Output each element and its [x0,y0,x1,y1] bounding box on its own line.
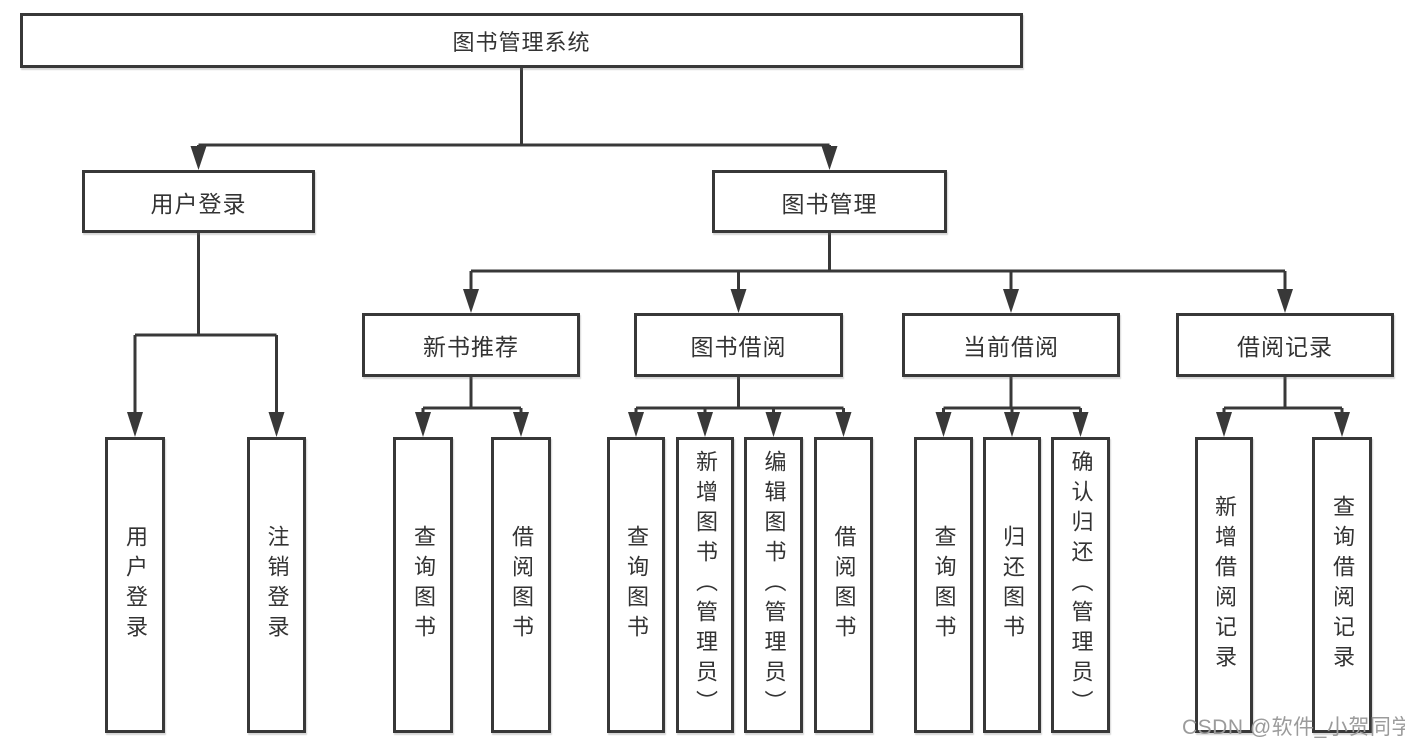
leaf-return-book: 归还图书 [983,437,1041,733]
leaf-add-book-admin: 新增图书（管理员） [676,437,734,733]
node-label: 编辑图书（管理员） [761,450,787,720]
node-label: 用户登录 [123,525,148,645]
node-label: 确认归还（管理员） [1068,450,1094,720]
node-library-management-system: 图书管理系统 [20,13,1023,68]
node-new-book-recommend: 新书推荐 [362,313,580,377]
node-user-login: 用户登录 [82,170,315,233]
leaf-edit-book-admin: 编辑图书（管理员） [744,437,803,733]
node-label: 新书推荐 [423,334,519,360]
node-label: 查询借阅记录 [1330,495,1355,675]
node-label: 注销登录 [264,525,290,645]
node-label: 归还图书 [1000,525,1025,645]
node-book-borrowing: 图书借阅 [634,313,843,377]
node-label: 图书管理 [781,190,878,217]
leaf-borrow-books-2: 借阅图书 [814,437,873,733]
leaf-logout: 注销登录 [247,437,306,733]
arrowhead-icons [127,146,1350,437]
node-label: 查询图书 [624,525,649,645]
node-label: 图书管理系统 [452,29,591,55]
edge-lines [133,68,1344,414]
leaf-query-books-2: 查询图书 [607,437,665,733]
leaf-user-login: 用户登录 [105,437,165,733]
leaf-query-books-1: 查询图书 [393,437,453,733]
node-borrowing-records: 借阅记录 [1176,313,1394,377]
node-book-management: 图书管理 [712,170,947,233]
node-label: 用户登录 [150,190,247,217]
node-current-borrowing: 当前借阅 [902,313,1120,377]
node-label: 当前借阅 [963,334,1059,360]
leaf-add-borrow-record: 新增借阅记录 [1195,437,1253,733]
leaf-query-books-3: 查询图书 [914,437,973,733]
leaf-query-borrow-record: 查询借阅记录 [1312,437,1372,733]
node-label: 借阅图书 [509,525,534,645]
node-label: 图书借阅 [690,334,787,360]
node-label: 查询图书 [931,525,957,645]
node-label: 新增图书（管理员） [693,450,718,720]
leaf-borrow-books-1: 借阅图书 [491,437,551,733]
node-label: 新增借阅记录 [1212,495,1237,675]
node-label: 查询图书 [411,525,436,645]
csdn-watermark: CSDN @软件_小贺同学 [1182,716,1405,739]
node-label: 借阅记录 [1237,334,1333,360]
leaf-confirm-return-admin: 确认归还（管理员） [1051,437,1110,733]
node-label: 借阅图书 [831,525,857,645]
